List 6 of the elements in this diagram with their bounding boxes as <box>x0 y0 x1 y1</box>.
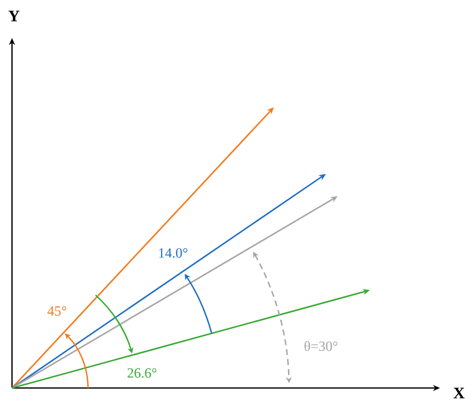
angle-label: 45° <box>47 306 66 316</box>
angle-label: 14.0° <box>159 248 188 258</box>
axis-label: X <box>454 388 465 398</box>
axis-label: Y <box>8 10 20 22</box>
angle-label: θ=30° <box>304 341 338 351</box>
angle-label: 26.6° <box>128 368 156 378</box>
